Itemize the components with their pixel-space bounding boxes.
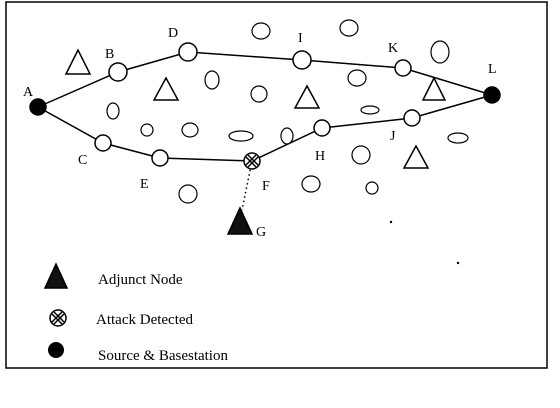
node-f	[243, 152, 261, 170]
sensor-node	[280, 127, 294, 145]
hollow-triangles	[64, 48, 447, 169]
label-f: F	[262, 179, 270, 194]
sensor-node	[447, 132, 469, 144]
sensor-node	[181, 122, 199, 138]
triangle-marker	[421, 76, 447, 101]
triangle-marker	[152, 76, 180, 101]
sensor-node	[250, 85, 268, 103]
label-d: D	[168, 26, 178, 41]
label-c: C	[78, 153, 87, 168]
legend-attack-label: Attack Detected	[96, 312, 194, 328]
node-i	[292, 50, 312, 70]
upper-route-path	[37, 51, 493, 108]
sensor-node	[251, 22, 271, 40]
label-h: H	[315, 149, 325, 164]
label-g: G	[256, 225, 266, 240]
node-k	[394, 59, 412, 77]
label-k: K	[388, 41, 398, 56]
attack-hatch	[245, 156, 257, 168]
sensor-node	[347, 69, 367, 87]
node-l	[483, 86, 501, 104]
legend-source-label: Source & Basestation	[98, 348, 228, 364]
node-h	[313, 119, 331, 137]
sensor-node	[339, 19, 359, 37]
triangle-marker	[402, 144, 430, 169]
label-i: I	[298, 31, 303, 46]
legend-adjunct-label: Adjunct Node	[98, 272, 183, 288]
node-a	[29, 98, 47, 116]
stray-dot	[456, 261, 460, 265]
node-c	[94, 134, 112, 152]
legend-source-icon	[48, 342, 64, 358]
route-nodes	[29, 42, 501, 167]
adjunct-node-icon	[226, 206, 254, 235]
label-j: J	[390, 129, 396, 144]
legend: Adjunct Node Attack Detected Source & Ba…	[43, 262, 228, 364]
legend-attack-icon	[49, 309, 67, 327]
node-b	[108, 62, 128, 82]
diagram-frame	[5, 1, 548, 369]
node-labels: A B C D E F G H I J K L	[23, 26, 497, 240]
sensor-node	[351, 145, 371, 165]
legend-adjunct-icon	[43, 262, 69, 289]
label-l: L	[488, 62, 497, 77]
attack-hatch	[247, 156, 259, 168]
node-d	[178, 42, 198, 62]
background-sensor-nodes	[106, 19, 469, 204]
sensor-node	[178, 184, 198, 204]
sensor-node	[140, 123, 154, 137]
sensor-node	[365, 181, 379, 195]
attack-hatch	[245, 154, 257, 166]
sensor-node	[204, 70, 220, 90]
sensor-node	[228, 130, 254, 142]
attack-hatch	[247, 154, 259, 166]
attack-node-icon	[243, 152, 261, 170]
stray-dot	[389, 220, 393, 224]
triangle-marker	[64, 48, 92, 75]
node-j	[403, 109, 421, 127]
triangle-marker	[293, 84, 321, 109]
sensor-node	[360, 105, 380, 115]
label-b: B	[105, 47, 114, 62]
node-e	[151, 149, 169, 167]
sensor-node	[106, 102, 120, 120]
label-a: A	[23, 85, 34, 100]
sensor-node	[430, 40, 450, 64]
adjunct-link	[241, 160, 253, 211]
label-e: E	[140, 177, 149, 192]
sensor-node	[301, 175, 321, 193]
